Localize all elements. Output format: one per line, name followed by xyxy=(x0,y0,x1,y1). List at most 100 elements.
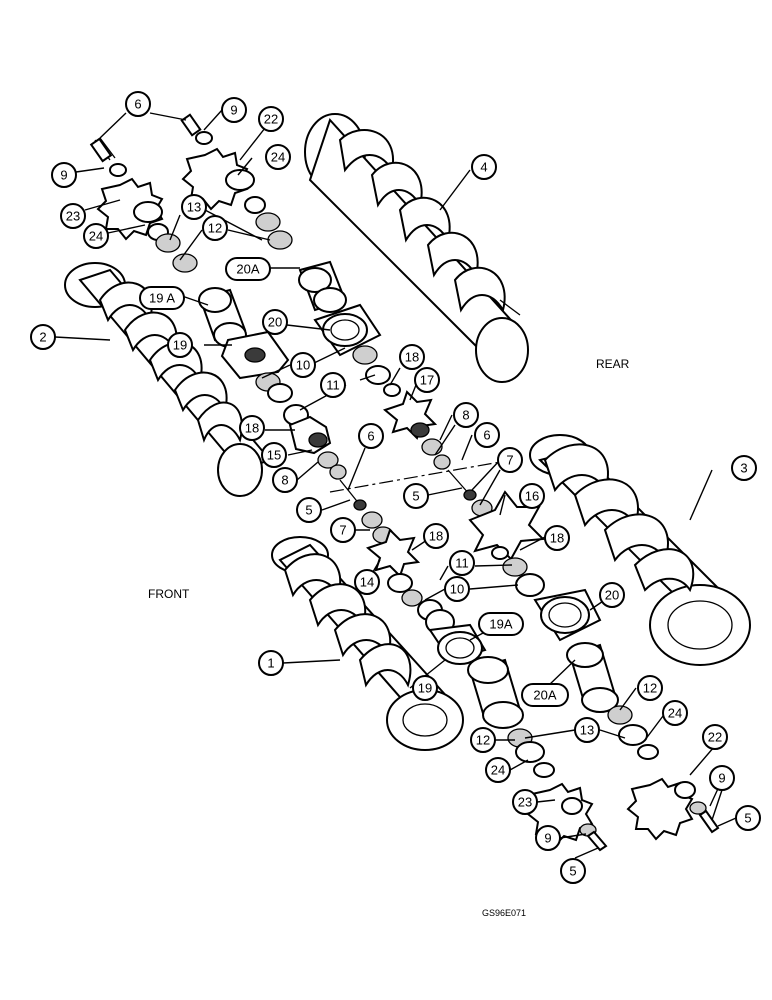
svg-text:1: 1 xyxy=(267,656,274,671)
callout-3: 3 xyxy=(731,455,757,481)
svg-text:15: 15 xyxy=(267,448,281,463)
callout-13-top: 13 xyxy=(181,194,207,220)
svg-text:24: 24 xyxy=(271,150,285,165)
callout-6-mid: 6 xyxy=(474,422,500,448)
callout-7-right: 7 xyxy=(497,447,523,473)
callout-10-top: 10 xyxy=(290,352,316,378)
svg-text:9: 9 xyxy=(60,168,67,183)
callout-19a-top: 19 A xyxy=(139,286,185,310)
callout-24-bottom-right: 24 xyxy=(662,700,688,726)
svg-text:11: 11 xyxy=(455,556,469,571)
svg-text:13: 13 xyxy=(187,200,201,215)
callout-20a-bottom: 20A xyxy=(521,683,569,707)
callout-11-top: 11 xyxy=(320,372,346,398)
svg-text:6: 6 xyxy=(134,97,141,112)
callout-11-bottom: 11 xyxy=(449,550,475,576)
svg-text:7: 7 xyxy=(506,453,513,468)
callout-8-right: 8 xyxy=(453,402,479,428)
front-label: FRONT xyxy=(148,587,190,601)
callout-5-bottom-right: 5 xyxy=(735,805,761,831)
svg-text:6: 6 xyxy=(367,429,374,444)
svg-text:11: 11 xyxy=(326,378,340,393)
callout-20-bottom: 20 xyxy=(599,582,625,608)
svg-text:12: 12 xyxy=(208,221,222,236)
callout-24-top: 24 xyxy=(265,144,291,170)
svg-text:13: 13 xyxy=(580,723,594,738)
svg-text:2: 2 xyxy=(39,330,46,345)
callout-20a-top: 20A xyxy=(225,257,271,281)
callout-17: 17 xyxy=(414,367,440,393)
svg-text:5: 5 xyxy=(569,864,576,879)
svg-text:18: 18 xyxy=(405,350,419,365)
svg-text:24: 24 xyxy=(491,763,505,778)
svg-text:18: 18 xyxy=(550,531,564,546)
callout-18-right: 18 xyxy=(544,525,570,551)
svg-text:20A: 20A xyxy=(533,688,556,703)
svg-text:12: 12 xyxy=(643,681,657,696)
callout-24-bottom-left: 24 xyxy=(485,757,511,783)
svg-text:5: 5 xyxy=(305,503,312,518)
callout-22-top: 22 xyxy=(258,106,284,132)
callout-9-top-left: 9 xyxy=(51,162,77,188)
callout-1: 1 xyxy=(258,650,284,676)
callout-9-bottom-right: 9 xyxy=(709,765,735,791)
svg-text:16: 16 xyxy=(525,489,539,504)
callout-6-mid-left: 6 xyxy=(358,423,384,449)
callout-10-bottom: 10 xyxy=(444,576,470,602)
svg-text:9: 9 xyxy=(544,831,551,846)
svg-text:10: 10 xyxy=(450,582,464,597)
callout-6-top: 6 xyxy=(125,91,151,117)
callout-23-top: 23 xyxy=(60,203,86,229)
svg-text:3: 3 xyxy=(740,461,747,476)
svg-text:20: 20 xyxy=(605,588,619,603)
svg-text:24: 24 xyxy=(89,229,103,244)
callout-12-left: 12 xyxy=(470,727,496,753)
svg-text:18: 18 xyxy=(429,529,443,544)
callout-19-top: 19 xyxy=(167,332,193,358)
svg-text:19 A: 19 A xyxy=(149,291,175,306)
callout-18-top-a: 18 xyxy=(399,344,425,370)
svg-text:5: 5 xyxy=(744,811,751,826)
callout-7-left: 7 xyxy=(330,517,356,543)
svg-text:20: 20 xyxy=(268,315,282,330)
callout-14: 14 xyxy=(354,569,380,595)
svg-text:22: 22 xyxy=(264,112,278,127)
svg-text:12: 12 xyxy=(476,733,490,748)
svg-text:20A: 20A xyxy=(236,262,259,277)
svg-text:24: 24 xyxy=(668,706,682,721)
callout-4: 4 xyxy=(471,154,497,180)
center-axis-line xyxy=(329,461,501,493)
figure-code-label: GS96E071 xyxy=(482,908,526,918)
svg-text:4: 4 xyxy=(480,160,487,175)
rear-label: REAR xyxy=(596,357,630,371)
callout-18-left: 18 xyxy=(239,415,265,441)
svg-text:19: 19 xyxy=(418,681,432,696)
left-drive-shaft-assembly xyxy=(89,137,608,852)
svg-text:23: 23 xyxy=(66,209,80,224)
callout-12-right: 12 xyxy=(637,675,663,701)
callout-23-bottom: 23 xyxy=(512,789,538,815)
callout-18-mid: 18 xyxy=(423,523,449,549)
svg-text:5: 5 xyxy=(412,489,419,504)
svg-text:17: 17 xyxy=(420,373,434,388)
callout-2: 2 xyxy=(30,324,56,350)
svg-text:19: 19 xyxy=(173,338,187,353)
svg-text:9: 9 xyxy=(718,771,725,786)
callout-5-right-mid: 5 xyxy=(403,483,429,509)
callout-5-bottom: 5 xyxy=(560,858,586,884)
svg-text:8: 8 xyxy=(462,408,469,423)
svg-text:22: 22 xyxy=(708,730,722,745)
callout-16: 16 xyxy=(519,483,545,509)
svg-text:6: 6 xyxy=(483,428,490,443)
svg-text:18: 18 xyxy=(245,421,259,436)
callout-22-bottom: 22 xyxy=(702,724,728,750)
callout-9-top-right: 9 xyxy=(221,97,247,123)
callout-8-left: 8 xyxy=(272,467,298,493)
right-drive-shaft-assembly xyxy=(180,113,720,841)
svg-text:7: 7 xyxy=(339,523,346,538)
svg-text:23: 23 xyxy=(518,795,532,810)
callout-19-bottom: 19 xyxy=(412,675,438,701)
svg-text:19A: 19A xyxy=(489,617,512,632)
callout-24-top-left: 24 xyxy=(83,223,109,249)
